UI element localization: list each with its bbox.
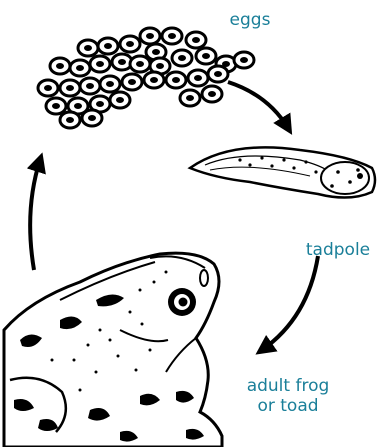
label-tadpole: tadpole <box>290 240 386 260</box>
egg-embryo <box>74 103 82 109</box>
egg-embryo <box>118 59 126 65</box>
egg-embryo <box>96 101 104 107</box>
label-adult-line1: adult frog <box>228 376 348 396</box>
egg-embryo <box>106 81 114 87</box>
label-adult-frog-or-toad: adult frog or toad <box>228 376 348 416</box>
egg-embryo <box>152 49 160 55</box>
egg-embryo <box>214 71 222 77</box>
egg-embryo <box>208 91 216 97</box>
egg-embryo <box>66 85 74 91</box>
arrow-eggs-to-tadpole <box>228 82 288 128</box>
label-eggs: eggs <box>220 10 280 30</box>
egg-embryo <box>56 63 64 69</box>
egg-embryo <box>136 61 144 67</box>
egg-embryo <box>96 61 104 67</box>
arrow-frog-to-eggs <box>30 160 40 270</box>
egg-embryo <box>202 53 210 59</box>
egg-embryo <box>168 33 176 39</box>
egg-embryo <box>128 79 136 85</box>
egg-embryo <box>76 65 84 71</box>
arrow-tadpole-to-frog <box>262 256 318 350</box>
egg-embryo <box>84 45 92 51</box>
egg-embryo <box>44 85 52 91</box>
egg-embryo <box>52 103 60 109</box>
frog-drawing <box>4 253 222 447</box>
egg-embryo <box>86 83 94 89</box>
egg-embryo <box>240 57 248 63</box>
frog-eggs-cluster <box>38 28 254 128</box>
egg-embryo <box>186 95 194 101</box>
egg-embryo <box>178 55 186 61</box>
egg-embryo <box>66 117 74 123</box>
egg-embryo <box>192 37 200 43</box>
egg-embryo <box>150 77 158 83</box>
label-adult-line2: or toad <box>228 396 348 416</box>
egg-embryo <box>88 115 96 121</box>
egg-embryo <box>104 43 112 49</box>
egg-embryo <box>126 41 134 47</box>
egg-embryo <box>156 63 164 69</box>
egg-embryo <box>116 97 124 103</box>
egg-embryo <box>194 75 202 81</box>
tadpole-drawing <box>190 147 375 197</box>
egg-embryo <box>172 77 180 83</box>
egg-embryo <box>146 33 154 39</box>
